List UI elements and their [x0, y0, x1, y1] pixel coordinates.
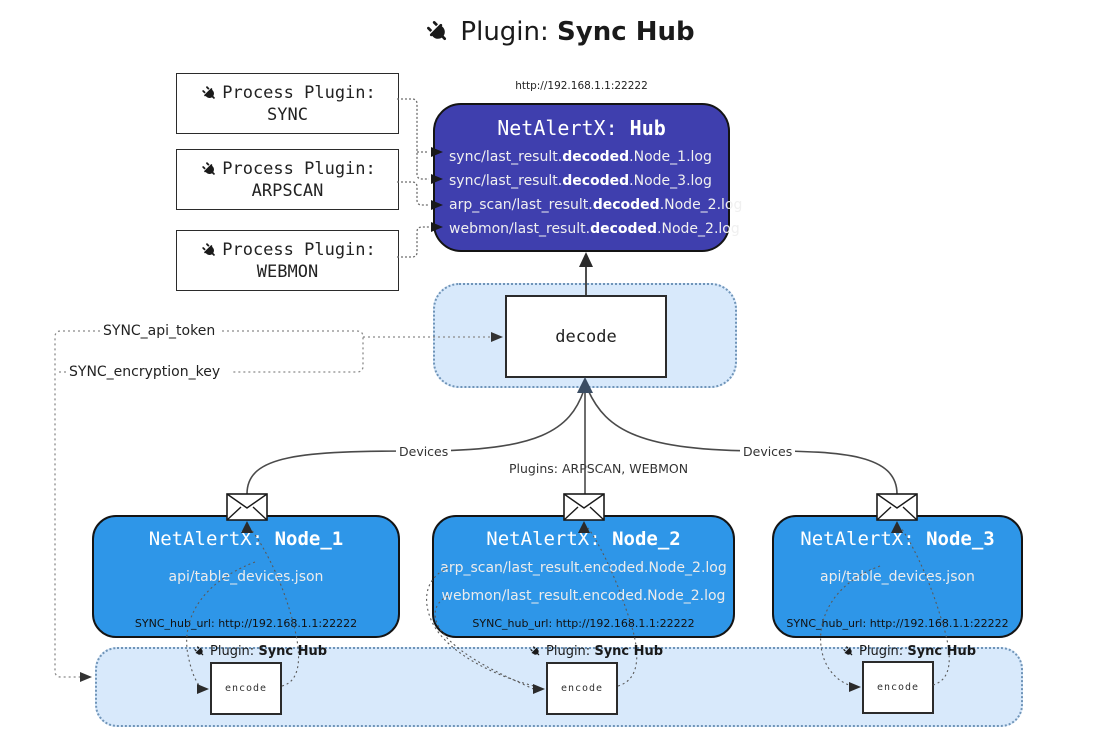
sync-hub-plugin-label-1: Plugin: Sync Hub — [192, 644, 327, 659]
node-file: api/table_devices.json — [168, 569, 324, 585]
node3-box: NetAlertX: Node_3 api/table_devices.json… — [772, 515, 1023, 638]
page-title: Plugin: Sync Hub — [0, 16, 1117, 48]
sync-encryption-key-label: SYNC_encryption_key — [66, 364, 224, 380]
process-plugin-label: Process Plugin: — [222, 240, 376, 260]
process-plugin-name: WEBMON — [256, 261, 319, 282]
node-hub-url: SYNC_hub_url: http://192.168.1.1:22222 — [786, 617, 1009, 630]
plug-icon — [424, 18, 452, 46]
encode-box-2: encode — [546, 662, 618, 715]
node-title: NetAlertX: Node_1 — [148, 528, 344, 550]
devices-edge-label-left: Devices — [396, 444, 452, 459]
sync-hub-plugin-label-3: Plugin: Sync Hub — [841, 644, 976, 659]
process-plugin-arpscan-box: Process Plugin: ARPSCAN — [176, 149, 399, 210]
hub-log-line: sync/last_result.decoded.Node_3.log — [449, 173, 712, 189]
plug-icon — [842, 645, 855, 658]
node-file: arp_scan/last_result.encoded.Node_2.log — [440, 560, 727, 576]
decode-box: decode — [505, 295, 667, 378]
hub-title: NetAlertX: Hub — [497, 116, 666, 140]
page-title-text: Plugin: Sync Hub — [460, 17, 695, 47]
hub-log-line: arp_scan/last_result.decoded.Node_2.log — [449, 197, 743, 213]
hub-url-label: http://192.168.1.1:22222 — [515, 80, 648, 92]
encode-box-1: encode — [210, 662, 282, 715]
plugins-edge-label: Plugins: ARPSCAN, WEBMON — [509, 461, 689, 476]
plug-icon — [200, 160, 219, 178]
devices-edge-label-right: Devices — [740, 444, 796, 459]
process-plugin-label: Process Plugin: — [222, 83, 376, 103]
encode-box-3: encode — [862, 661, 934, 714]
process-plugin-name: SYNC — [267, 104, 308, 125]
node2-box: NetAlertX: Node_2 arp_scan/last_result.e… — [432, 515, 735, 638]
plug-icon — [529, 645, 542, 658]
plug-icon — [200, 241, 219, 259]
node1-box: NetAlertX: Node_1 api/table_devices.json… — [92, 515, 400, 638]
node-title: NetAlertX: Node_3 — [800, 528, 995, 550]
node-hub-url: SYNC_hub_url: http://192.168.1.1:22222 — [472, 617, 695, 630]
plug-icon — [200, 84, 219, 102]
hub-box: NetAlertX: Hub sync/last_result.decoded.… — [433, 103, 743, 252]
sync-api-token-label: SYNC_api_token — [100, 323, 219, 339]
process-plugin-label: Process Plugin: — [222, 159, 376, 179]
node-file: api/table_devices.json — [820, 569, 975, 585]
process-plugin-webmon-box: Process Plugin: WEBMON — [176, 230, 399, 291]
sync-hub-plugin-label-2: Plugin: Sync Hub — [528, 644, 663, 659]
process-plugin-name: ARPSCAN — [251, 180, 324, 201]
hub-log-line: sync/last_result.decoded.Node_1.log — [449, 149, 712, 165]
node-file: webmon/last_result.encoded.Node_2.log — [441, 588, 726, 604]
node-hub-url: SYNC_hub_url: http://192.168.1.1:22222 — [134, 617, 358, 630]
plug-icon — [193, 645, 206, 658]
node-title: NetAlertX: Node_2 — [486, 528, 681, 550]
hub-log-line: webmon/last_result.decoded.Node_2.log — [449, 221, 740, 237]
process-plugin-sync-box: Process Plugin: SYNC — [176, 73, 399, 134]
